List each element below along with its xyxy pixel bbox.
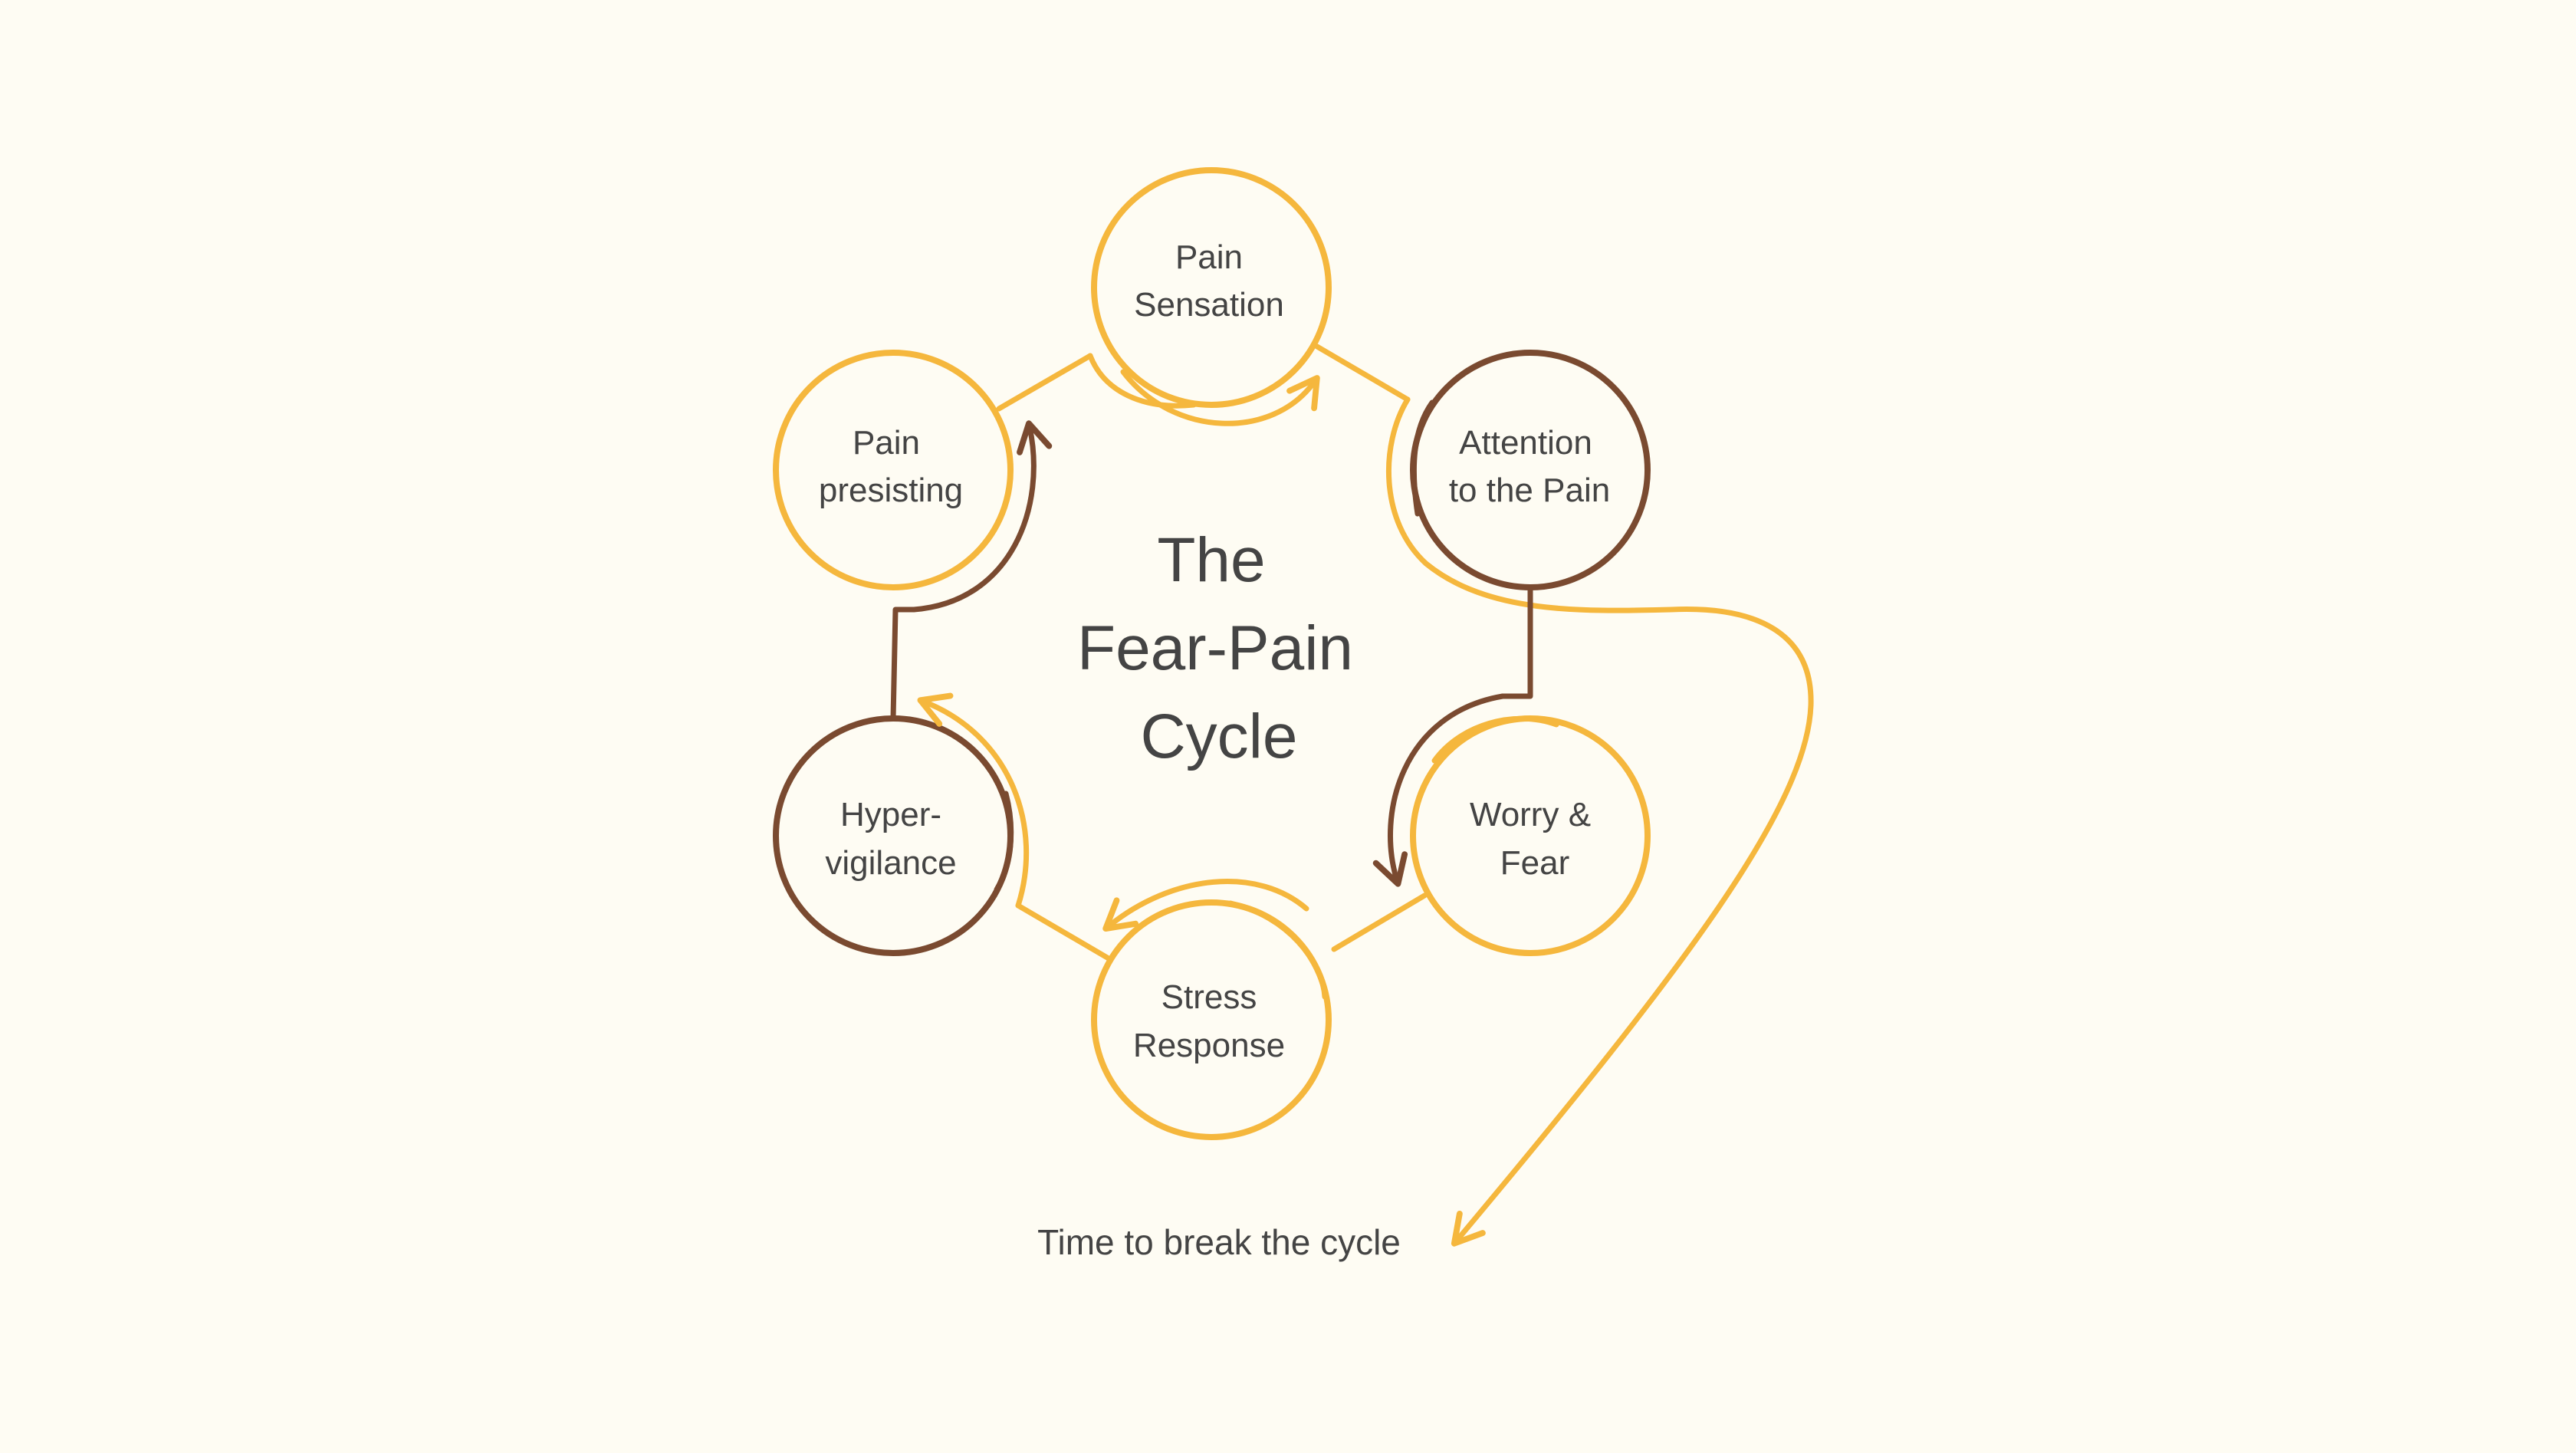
connector-arc: [1087, 353, 1197, 409]
arrow-to-stress-response: [1102, 879, 1309, 932]
connector-attention-to-worry: [1372, 399, 1533, 887]
connector-persisting-to-sensation: [996, 353, 1320, 426]
node-label-line-2: Sensation: [1134, 286, 1284, 324]
node-pain-sensation: Pain Sensation: [1091, 167, 1332, 408]
connector-arc: [994, 791, 1014, 893]
connector-line: [1500, 584, 1533, 699]
footer-label: Time to break the cycle: [1037, 1222, 1401, 1262]
connector-worry-to-stress: [1102, 715, 1559, 1000]
arrow-to-hypervigilance: [917, 692, 1030, 909]
title-line-3: Cycle: [1140, 702, 1297, 771]
node-label-line-2: presisting: [819, 472, 963, 509]
node-worry-and-fear: Worry & Fear: [1410, 715, 1651, 956]
arrow-to-pain-persisting: [911, 420, 1053, 613]
node-label-line-1: Pain: [853, 424, 920, 462]
arrow-to-worry-fear: [1372, 693, 1506, 887]
diagram-title: The Fear-Pain Cycle: [1077, 525, 1353, 771]
node-label-line-1: Pain: [1175, 238, 1243, 276]
node-label-line-1: Worry &: [1470, 796, 1591, 833]
node-label-line-2: Response: [1133, 1027, 1285, 1064]
node-circle: [773, 715, 1014, 956]
connector-line: [1314, 344, 1411, 403]
node-label-line-2: to the Pain: [1449, 472, 1610, 509]
break-cycle-arrow: [1385, 396, 1814, 1247]
connector-hypervigilance-to-persisting: [890, 420, 1053, 893]
node-label-line-1: Stress: [1162, 978, 1257, 1016]
connector-arc: [1227, 900, 1328, 1000]
node-label-line-1: Hyper-: [840, 796, 941, 833]
node-circle: [1091, 167, 1332, 408]
node-attention-to-the-pain: Attention to the Pain: [1410, 350, 1651, 590]
connector-line: [1015, 902, 1112, 962]
node-label-line-2: Fear: [1500, 844, 1569, 882]
node-label-line-2: vigilance: [825, 844, 956, 882]
node-label-line-1: Attention: [1459, 424, 1592, 462]
arrow-to-pain-sensation: [1120, 369, 1320, 426]
connector-line: [996, 353, 1093, 412]
connector-arc: [1411, 399, 1435, 517]
connector-line: [1331, 893, 1428, 952]
node-hypervigilance: Hyper- vigilance: [773, 715, 1014, 956]
connector-stress-to-hypervigilance: [917, 692, 1112, 962]
node-circle: [773, 350, 1014, 590]
node-circle: [1410, 715, 1651, 956]
node-stress-response: Stress Response: [1091, 899, 1332, 1140]
node-pain-persisting: Pain presisting: [773, 350, 1014, 590]
connector-sensation-to-attention: [1314, 344, 1814, 1247]
node-circle: [1410, 350, 1651, 590]
connector-arc: [1431, 715, 1559, 764]
connector-line: [890, 607, 917, 722]
title-line-2: Fear-Pain: [1077, 613, 1353, 683]
node-circle: [1091, 899, 1332, 1140]
title-line-1: The: [1157, 525, 1265, 595]
